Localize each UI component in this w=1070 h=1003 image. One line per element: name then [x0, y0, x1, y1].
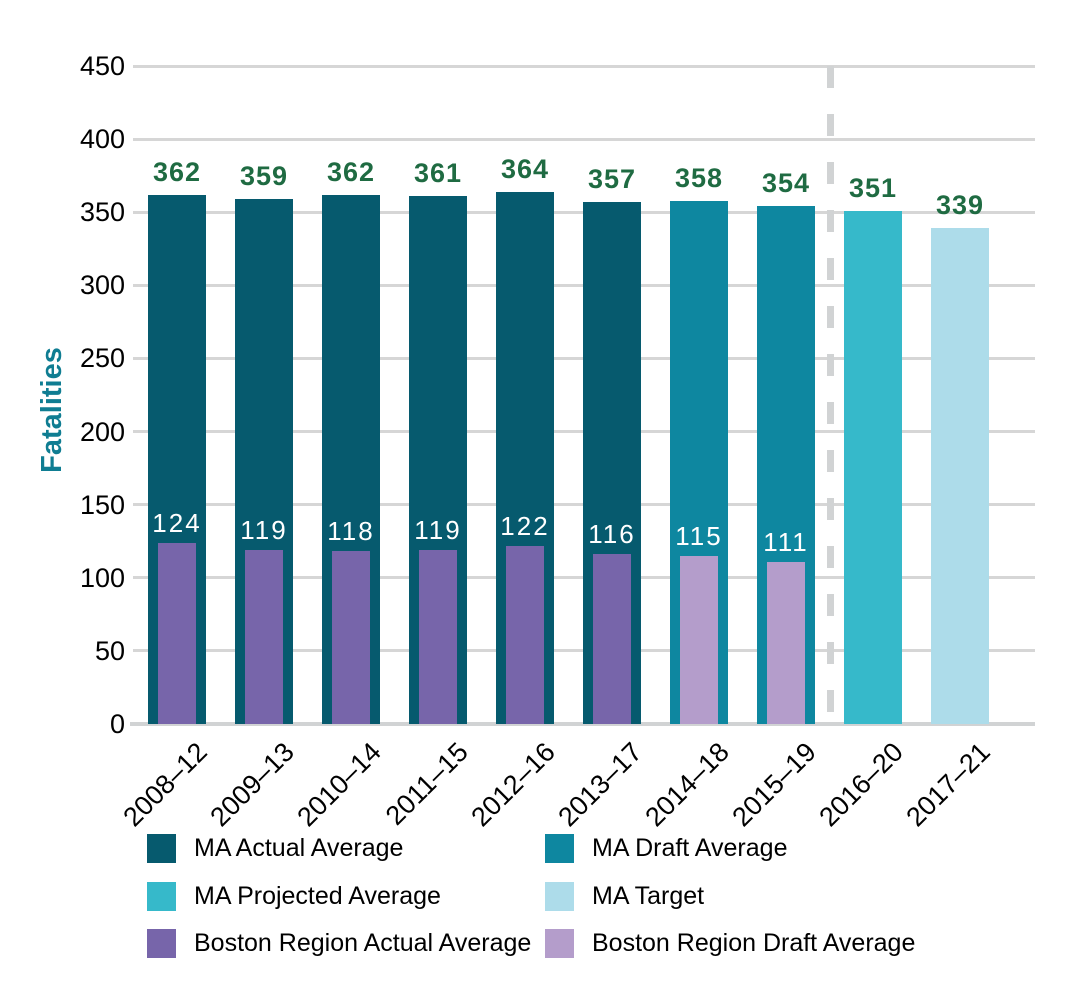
inner-bar-value-label: 119: [414, 514, 462, 545]
y-tick-label: 150: [79, 489, 125, 520]
inner-bar-value-label: 119: [240, 514, 288, 545]
bar-boston_actual: [419, 549, 457, 724]
legend-label: MA Draft Average: [592, 834, 788, 862]
bar-value-label: 362: [152, 156, 202, 187]
x-axis-line: [130, 722, 1035, 726]
inner-bar-value-label: 122: [500, 510, 550, 541]
legend-item-boston_draft: Boston Region Draft Average: [545, 929, 915, 958]
legend-swatch-ma_draft: [545, 834, 574, 863]
legend-item-ma_target: MA Target: [545, 882, 704, 911]
bar-value-label: 362: [326, 156, 376, 187]
legend-item-ma_projected: MA Projected Average: [147, 882, 441, 911]
bar-boston_draft: [680, 555, 718, 724]
y-tick-label: 450: [79, 51, 125, 81]
bar-ma_projected: [844, 210, 902, 724]
legend-label: Boston Region Actual Average: [194, 929, 532, 957]
bar-boston_actual: [332, 551, 370, 724]
bar-boston_actual: [593, 554, 631, 724]
legend-swatch-ma_actual: [147, 834, 176, 863]
inner-bar-value-label: 124: [152, 507, 202, 538]
bar-value-label: 351: [848, 172, 898, 203]
bar-boston_actual: [245, 549, 283, 724]
y-tick-label: 350: [79, 197, 125, 228]
bar-boston_actual: [506, 545, 544, 724]
legend-item-ma_draft: MA Draft Average: [545, 834, 787, 863]
inner-bar-value-label: 118: [327, 516, 375, 547]
bar-value-label: 358: [674, 162, 724, 193]
gridline: [133, 64, 1035, 68]
legend-swatch-boston_draft: [545, 929, 574, 958]
bar-boston_draft: [767, 561, 805, 724]
bar-value-label: 359: [239, 161, 289, 192]
y-tick-label: 50: [94, 635, 125, 666]
legend-item-ma_actual: MA Actual Average: [147, 834, 403, 863]
gridline: [133, 137, 1035, 141]
legend-label: Boston Region Draft Average: [592, 929, 916, 957]
legend-swatch-boston_actual: [147, 929, 176, 958]
bar-boston_actual: [158, 542, 196, 724]
bar-value-label: 339: [935, 190, 985, 221]
legend-swatch-ma_target: [545, 882, 574, 911]
bar-value-label: 354: [761, 168, 811, 199]
y-tick-label: 400: [79, 124, 125, 155]
inner-bar-value-label: 116: [588, 519, 636, 550]
legend-item-boston_actual: Boston Region Actual Average: [147, 929, 531, 958]
legend-label: MA Actual Average: [194, 834, 404, 862]
inner-bar-value-label: 115: [675, 520, 723, 551]
bar-value-label: 364: [500, 153, 550, 184]
forecast-divider-dashed-line: [826, 66, 834, 724]
y-tick-label: 300: [79, 270, 125, 301]
bar-value-label: 357: [587, 163, 637, 194]
bar-ma_target: [931, 228, 989, 724]
inner-bar-value-label: 111: [763, 526, 809, 557]
legend-swatch-ma_projected: [147, 882, 176, 911]
y-tick-label: 200: [79, 416, 125, 447]
y-tick-label: 0: [109, 709, 125, 739]
y-tick-label: 250: [79, 343, 125, 374]
legend-label: MA Projected Average: [194, 882, 441, 910]
y-tick-label: 100: [79, 562, 125, 593]
bar-value-label: 361: [413, 158, 463, 189]
legend-label: MA Target: [592, 882, 705, 910]
